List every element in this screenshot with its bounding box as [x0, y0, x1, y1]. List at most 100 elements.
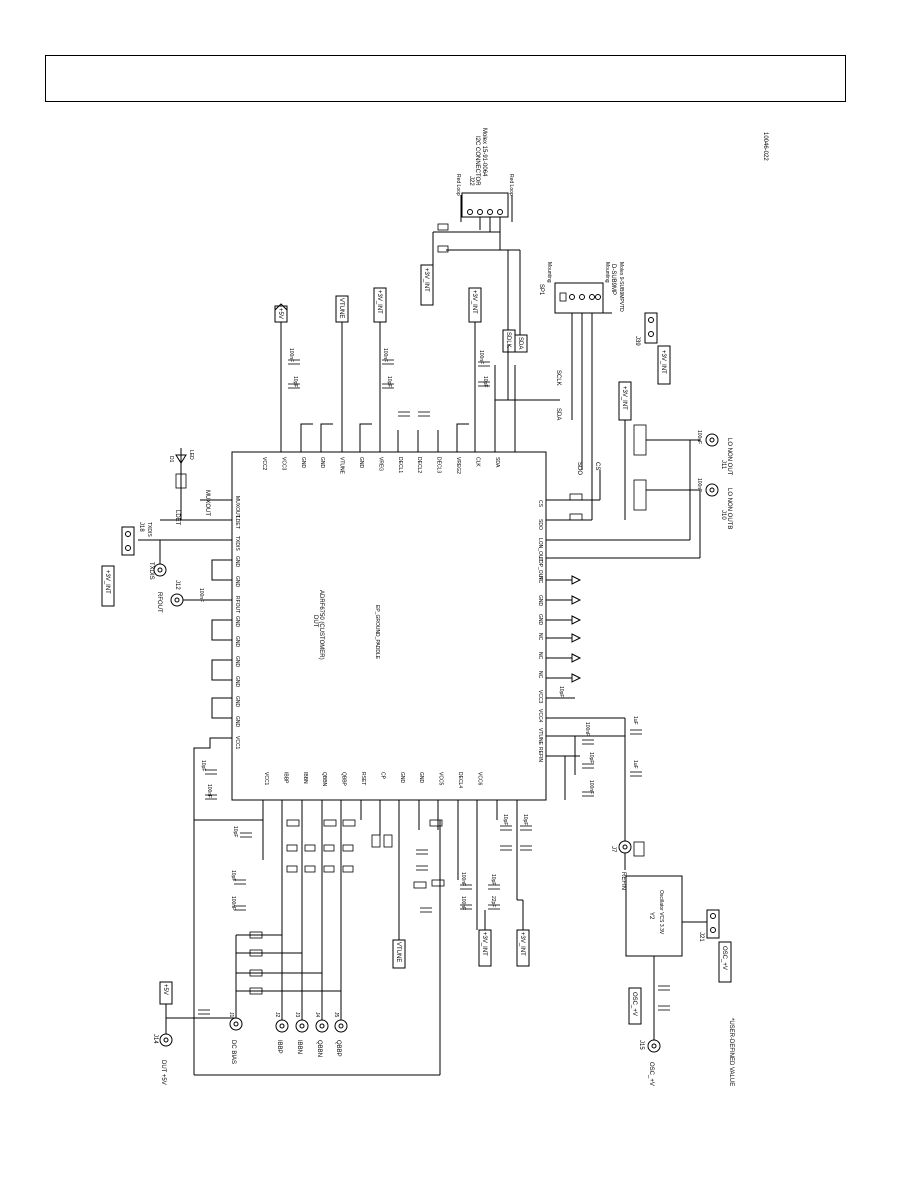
rail-3v-int-top-2: +3V_INT	[468, 287, 482, 323]
pin-label: NC	[537, 576, 543, 584]
svg-text:10pF: 10pF	[490, 874, 496, 885]
title-block	[45, 55, 846, 102]
svg-text:J4: J4	[314, 1012, 320, 1018]
svg-text:VTUNE: VTUNE	[338, 298, 344, 318]
svg-text:Red Loop: Red Loop	[455, 174, 461, 196]
ic-designator: DUT	[312, 615, 318, 628]
svg-text:+3V_INT: +3V_INT	[104, 570, 110, 594]
rail-3v-int-bottom-1: +3V_INT	[478, 929, 492, 967]
pin-label: GND	[234, 616, 240, 628]
pin-label: SDO	[537, 519, 543, 530]
net-sda-right: SDA	[555, 408, 561, 420]
svg-text:100nF: 100nF	[460, 872, 466, 886]
j18-header: J18 TXDIS	[121, 522, 152, 556]
svg-text:VTUNE: VTUNE	[395, 942, 401, 962]
svg-text:LED: LED	[188, 450, 194, 460]
ibbp-connector: J2 IBBP	[274, 1012, 289, 1054]
svg-text:100nF: 100nF	[696, 478, 702, 492]
svg-text:J21: J21	[698, 932, 704, 942]
rail-vtune-top: VTUNE	[335, 295, 349, 323]
pin-label: DECL3	[436, 457, 442, 473]
svg-text:D-SUB9MP: D-SUB9MP	[610, 264, 616, 295]
svg-text:10pF: 10pF	[588, 752, 594, 763]
pin-label: GND	[234, 676, 240, 688]
pin-label: SDA	[494, 457, 500, 468]
pin-label: GND	[234, 576, 240, 588]
pin-label: VREG2	[455, 457, 461, 474]
rail-5v-top: +5V	[274, 303, 288, 323]
svg-text:SP1: SP1	[538, 284, 544, 296]
qbbp-connector: J5 QBBP	[333, 1012, 348, 1057]
pin-label: VCC4	[537, 709, 543, 723]
pin-label: QBBN	[321, 772, 327, 787]
svg-text:J11: J11	[720, 460, 726, 470]
pin-label: VCC2	[261, 457, 267, 471]
pin-label: GND	[234, 636, 240, 648]
lo-out-connector: LO NON OUT J11	[705, 433, 732, 476]
svg-text:IBBP: IBBP	[276, 1040, 282, 1054]
pin-label: CLK	[474, 457, 480, 467]
rail-5v-bottom: +5V	[159, 981, 173, 1005]
rfout-connector: J12 RFOUT	[156, 580, 184, 613]
svg-text:J1: J1	[228, 1012, 234, 1018]
pin-label: VCC6	[476, 772, 482, 786]
pin-label: DECL4	[457, 772, 463, 788]
svg-text:DUT +5V: DUT +5V	[160, 1060, 166, 1085]
txdis-connector: TXDIS	[148, 562, 167, 580]
pin-label: QBBP	[341, 772, 347, 787]
cap-value: 10pF	[386, 376, 392, 387]
pin-label: NC	[537, 652, 543, 660]
svg-text:10pF: 10pF	[522, 814, 528, 825]
svg-text:1uF: 1uF	[632, 716, 638, 725]
svg-text:100nF: 100nF	[206, 784, 212, 798]
pin-label: VREG	[377, 457, 383, 471]
svg-text:J2: J2	[274, 1012, 280, 1018]
svg-text:1uF: 1uF	[632, 760, 638, 769]
pin-label: VCC3	[537, 690, 543, 704]
svg-text:22pF: 22pF	[490, 896, 496, 907]
svg-text:+3V_INT: +3V_INT	[423, 268, 429, 292]
svg-text:10pF: 10pF	[502, 814, 508, 825]
cap-value: 10pF	[292, 376, 298, 387]
rail-3v-int-lo: +3V_INT	[618, 381, 632, 421]
svg-text:LO NON OUTB: LO NON OUTB	[726, 488, 732, 529]
svg-text:Molex 15-91-0064: Molex 15-91-0064	[481, 128, 487, 177]
j21-header: J21	[698, 909, 720, 942]
svg-text:+3V_INT: +3V_INT	[376, 290, 382, 314]
led-d1: D1 LED	[168, 450, 194, 464]
cap-value: 100nF	[288, 348, 294, 362]
pin-label: GND	[537, 614, 543, 626]
svg-text:100nF: 100nF	[460, 896, 466, 910]
pin-label: GND	[358, 457, 364, 469]
svg-text:+5V: +5V	[162, 984, 168, 995]
rail-3v-int-top-1: +3V_INT	[373, 287, 387, 323]
ic-body	[231, 451, 547, 801]
svg-text:J10: J10	[720, 510, 726, 520]
pin-label: LOP_OUT	[537, 557, 543, 580]
svg-text:10pF: 10pF	[558, 686, 564, 697]
svg-text:+5V: +5V	[277, 308, 283, 319]
left-pin-labels: MUXOUTLDETTXDISGNDGNDRFOUTGNDGNDGNDGNDGN…	[234, 496, 240, 750]
pin-label: GND	[418, 772, 424, 784]
pin-label: VTUNE	[537, 728, 543, 746]
svg-text:SDA: SDA	[517, 337, 523, 349]
svg-text:+3V_INT: +3V_INT	[519, 932, 525, 956]
svg-text:QBBN: QBBN	[316, 1040, 322, 1057]
pin-label: VTUNE	[339, 457, 345, 475]
pin-label: MUXOUT	[234, 496, 240, 518]
net-ldet: LDET	[174, 510, 180, 526]
svg-text:100nF: 100nF	[696, 430, 702, 444]
cap-value: 10pF	[482, 376, 488, 387]
pin-label: RSET	[360, 772, 366, 785]
svg-text:+3V_INT: +3V_INT	[481, 932, 487, 956]
svg-text:TXDIS: TXDIS	[146, 522, 152, 537]
svg-text:J39: J39	[634, 336, 640, 346]
i2c-connector: J22 I2C CONNECTOR Molex 15-91-0064 Red L…	[455, 128, 514, 218]
pin-label: NC	[537, 633, 543, 641]
refin-connector: J7 REFIN	[610, 840, 632, 890]
pin-label: GND	[300, 457, 306, 469]
svg-text:Red Loop: Red Loop	[508, 174, 514, 196]
svg-text:TXDIS: TXDIS	[148, 562, 154, 580]
